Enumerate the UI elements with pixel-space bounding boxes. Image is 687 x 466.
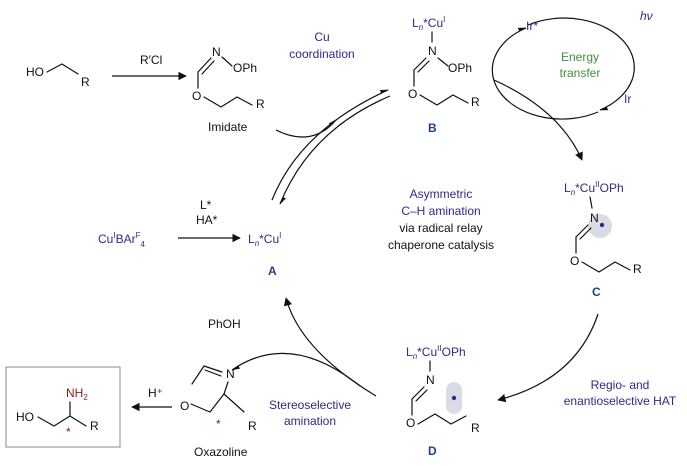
- step-hat: Regio- and: [591, 378, 650, 392]
- species-c: Ln*CuIIOPh N O R: [564, 180, 642, 276]
- stereocenter-mark: *: [216, 417, 221, 431]
- svg-text:C–H amination: C–H amination: [401, 204, 480, 218]
- step-energy-transfer: Energy: [561, 50, 599, 64]
- cu-ligand: Ln*CuI: [412, 15, 445, 32]
- species-b: Ln*CuI N OPh O R: [408, 15, 480, 109]
- arrow-d-to-a: [283, 297, 377, 397]
- species-d: Ln*CuIIOPh N O R: [406, 344, 480, 435]
- label-imidate: Imidate: [208, 120, 248, 134]
- atom-r: R: [633, 262, 642, 276]
- step-cu-coordination: Cu: [314, 30, 329, 44]
- atom-n: N: [428, 44, 437, 58]
- atom-r: R: [81, 75, 90, 89]
- atom-r: R: [256, 97, 265, 111]
- center-description: Asymmetric C–H amination via radical rel…: [388, 187, 494, 252]
- reagent-hplus: H⁺: [148, 386, 163, 400]
- cu-ligand: Ln*CuIIOPh: [564, 180, 624, 197]
- atom-nh2: NH2: [66, 386, 88, 402]
- step-stereoselective-2: amination: [284, 414, 336, 428]
- step-cu-coordination-2: coordination: [289, 47, 354, 61]
- arrow-d-to-oxazoline: [231, 352, 361, 387]
- reagent-hv: hν: [640, 9, 653, 23]
- amino-alcohol-product: HO NH2 R *: [16, 386, 99, 439]
- atom-n: N: [226, 367, 235, 381]
- label-oxazoline: Oxazoline: [194, 445, 248, 459]
- reagent-acid: HA*: [196, 213, 218, 227]
- radical-highlight: [588, 214, 612, 238]
- label-c: C: [592, 285, 601, 299]
- atom-ir-excited: Ir*: [526, 19, 538, 33]
- arrow-b-to-c: [493, 79, 583, 161]
- atom-o: O: [408, 87, 417, 101]
- atom-r: R: [471, 421, 480, 435]
- atom-r: R: [471, 95, 480, 109]
- svg-text:chaperone catalysis: chaperone catalysis: [388, 238, 494, 252]
- cu-ligand: Ln*CuIIOPh: [406, 344, 466, 361]
- atom-r: R: [90, 419, 99, 433]
- reagent-rcl: R′Cl: [140, 53, 162, 67]
- species-a: Ln*CuI: [248, 231, 281, 248]
- atom-n: N: [426, 373, 435, 387]
- arrow-imidate-entry: [275, 119, 337, 138]
- atom-n: N: [590, 211, 599, 225]
- imidate-structure: N OPh O R: [192, 45, 265, 111]
- atom-o: O: [570, 254, 579, 268]
- alcohol-substrate: HO R: [26, 63, 90, 89]
- radical-dot: [599, 222, 605, 228]
- atom-oph: OPh: [233, 61, 257, 75]
- atom-o: O: [406, 416, 415, 430]
- cu-precursor: CuIBArF4: [98, 231, 145, 249]
- step-stereoselective: Stereoselective: [269, 398, 351, 412]
- atom-ho: HO: [16, 410, 34, 424]
- product-box: [5, 366, 121, 448]
- arrow-c-to-d: [497, 313, 599, 403]
- reagent-ligand: L*: [200, 198, 212, 212]
- arrow-b-to-a: [279, 95, 391, 205]
- atom-ir: Ir: [624, 92, 631, 106]
- arrow-a-to-b: [271, 89, 389, 201]
- label-b: B: [428, 121, 437, 135]
- svg-text:via radical relay: via radical relay: [399, 221, 482, 235]
- radical-dot: [451, 395, 457, 401]
- svg-text:Asymmetric: Asymmetric: [410, 187, 473, 201]
- atom-o: O: [180, 399, 189, 413]
- label-a: A: [268, 264, 277, 278]
- stereocenter-mark: *: [66, 425, 71, 439]
- cu-catalyst: Ln*CuI: [248, 231, 281, 248]
- atom-o: O: [192, 89, 201, 103]
- reagent-phoh: PhOH: [208, 317, 241, 331]
- atom-r: R: [248, 419, 257, 433]
- step-hat-2: enantioselective HAT: [564, 394, 677, 408]
- step-energy-transfer-2: transfer: [560, 66, 601, 80]
- atom-ho: HO: [26, 65, 44, 79]
- atom-n: N: [212, 45, 221, 59]
- oxazoline-structure: N O R *: [180, 365, 257, 433]
- atom-oph: OPh: [448, 61, 472, 75]
- photocatalyst-cycle: Ir* Ir hν Energy transfer: [491, 9, 653, 120]
- label-d: D: [428, 444, 437, 458]
